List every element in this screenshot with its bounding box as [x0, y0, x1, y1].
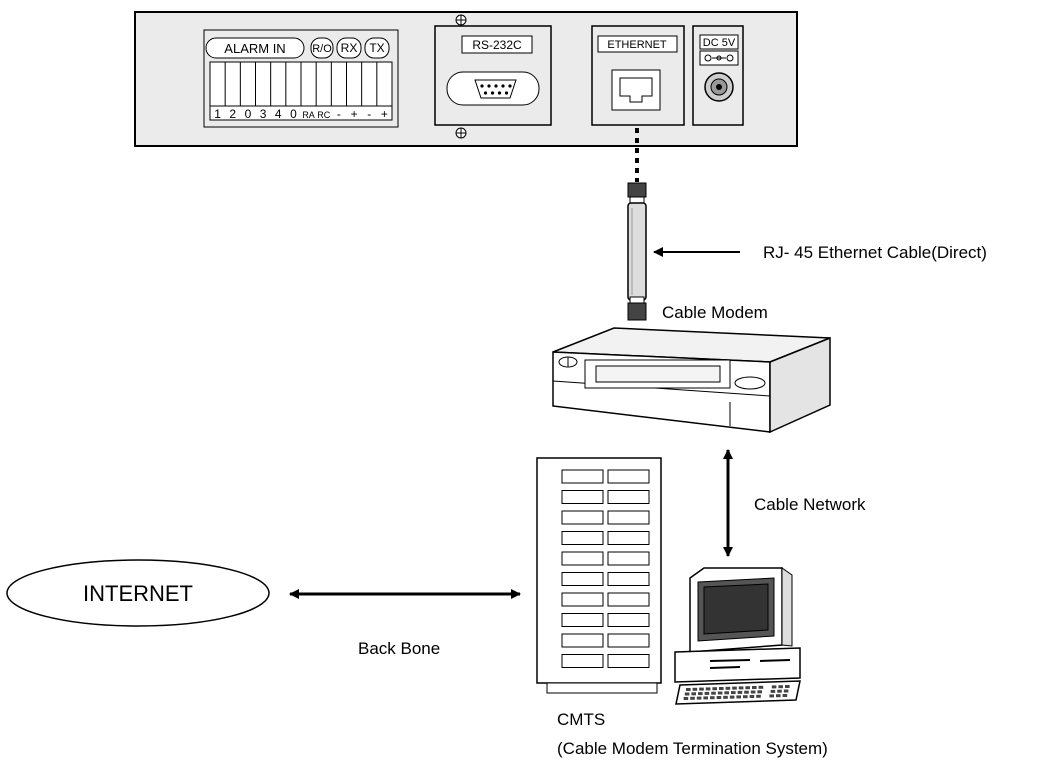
terminal-label: RC: [317, 110, 330, 120]
computer: [674, 567, 801, 705]
terminal-label: -: [367, 107, 371, 121]
cable-modem: [552, 327, 831, 434]
rx-label: RX: [341, 41, 358, 55]
terminal-label: +: [351, 107, 358, 121]
alarm-in-label: ALARM IN: [224, 41, 285, 56]
backbone-label: Back Bone: [358, 639, 440, 658]
ro-label: R/O: [312, 43, 332, 55]
cmts-full-label: (Cable Modem Termination System): [557, 739, 828, 758]
tx-label: TX: [369, 41, 384, 55]
internet-cloud: [6, 559, 270, 627]
rs232c-port: RS-232C: [434, 14, 552, 139]
terminal-label: 0: [245, 107, 252, 121]
terminal-label: 1: [214, 107, 221, 121]
cable-label: RJ- 45 Ethernet Cable(Direct): [763, 243, 987, 262]
dc5v-label: DC 5V: [703, 37, 736, 49]
rs232c-label: RS-232C: [472, 38, 522, 52]
cable-network-label: Cable Network: [754, 495, 866, 514]
ethernet-label: ETHERNET: [607, 39, 667, 51]
dc-power-jack: DC 5V: [692, 25, 744, 126]
cmts-label: CMTS: [557, 710, 605, 729]
cmts-rack: [536, 457, 662, 694]
terminal-label: RA: [302, 110, 315, 120]
ethernet-port: ETHERNET: [591, 25, 685, 126]
terminal-label: 2: [229, 107, 236, 121]
terminal-label: 4: [275, 107, 282, 121]
cable-modem-label: Cable Modem: [662, 303, 768, 322]
terminal-label: 0: [290, 107, 297, 121]
terminal-label: -: [337, 107, 341, 121]
terminal-label: 3: [260, 107, 267, 121]
internet-label: INTERNET: [83, 581, 193, 606]
ethernet-cable: [627, 128, 647, 321]
terminal-label: +: [381, 107, 388, 121]
